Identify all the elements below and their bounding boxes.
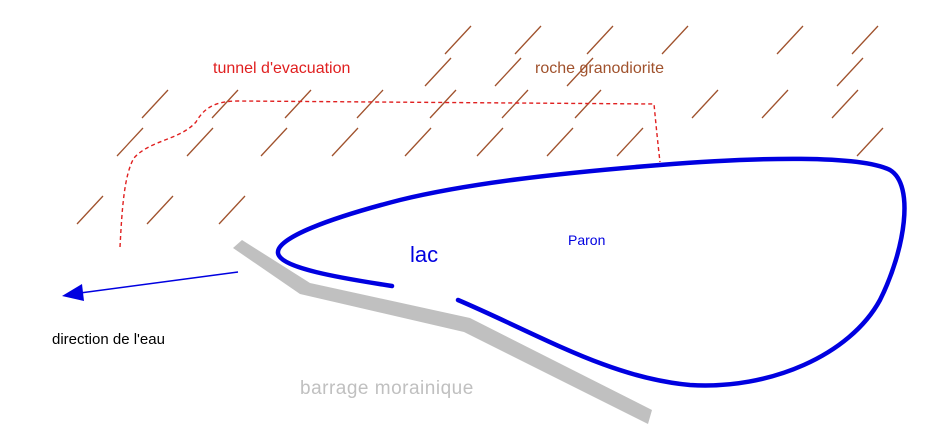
rock-hatch-mark xyxy=(116,127,144,157)
moraine-dam-label: barrage morainique xyxy=(300,378,474,399)
flow-direction-arrow xyxy=(62,271,239,301)
rock-hatch-mark xyxy=(424,57,452,87)
rock-hatch-mark xyxy=(260,127,288,157)
rock-hatch-mark xyxy=(586,25,614,55)
rock-hatch-mark xyxy=(566,57,594,87)
rock-hatch-mark xyxy=(404,127,432,157)
rock-hatch-mark xyxy=(476,127,504,157)
rock-hatch-mark xyxy=(211,89,239,119)
tunnel-label: tunnel d'evacuation xyxy=(213,60,351,77)
rock-hatch-mark xyxy=(444,25,472,55)
rock-hatch-mark xyxy=(761,89,789,119)
rock-hatch-mark xyxy=(616,127,644,157)
rock-hatch-mark xyxy=(284,89,312,119)
granodiorite-hatching xyxy=(76,25,884,225)
rock-hatch-mark xyxy=(218,195,246,225)
flow-arrow-shaft xyxy=(79,271,239,294)
rock-label: roche granodiorite xyxy=(535,60,664,77)
rock-hatch-mark xyxy=(429,89,457,119)
flow-arrow-head xyxy=(62,284,84,301)
rock-hatch-mark xyxy=(146,195,174,225)
rock-hatch-mark xyxy=(76,195,104,225)
flow-direction-label: direction de l'eau xyxy=(52,331,165,348)
rock-hatch-mark xyxy=(356,89,384,119)
rock-hatch-mark xyxy=(836,57,864,87)
rock-hatch-mark xyxy=(776,25,804,55)
rock-hatch-mark xyxy=(831,89,859,119)
rock-hatch-mark xyxy=(501,89,529,119)
lake-outline xyxy=(275,156,907,388)
drainage-tunnel xyxy=(119,100,661,248)
lake-label: lac xyxy=(410,242,439,267)
rock-hatch-mark xyxy=(331,127,359,157)
rock-hatch-mark xyxy=(186,127,214,157)
rock-hatch-mark xyxy=(494,57,522,87)
rock-hatch-mark xyxy=(141,89,169,119)
rock-hatch-mark xyxy=(856,127,884,157)
lake-name-label: Paron xyxy=(568,232,606,248)
rock-hatch-mark xyxy=(661,25,689,55)
rock-hatch-mark xyxy=(514,25,542,55)
rock-hatch-mark xyxy=(691,89,719,119)
rock-hatch-mark xyxy=(851,25,879,55)
rock-hatch-mark xyxy=(546,127,574,157)
